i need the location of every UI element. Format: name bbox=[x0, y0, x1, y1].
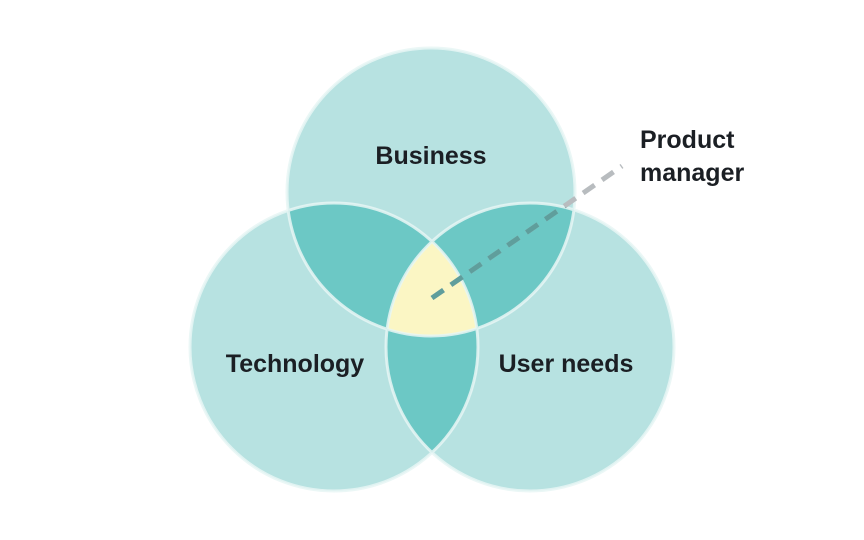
callout-line-1: Product bbox=[640, 126, 735, 154]
outline-user-needs bbox=[384, 201, 676, 493]
callout-product-manager: Product manager bbox=[640, 126, 744, 187]
label-business: Business bbox=[375, 142, 486, 170]
label-user-needs: User needs bbox=[499, 350, 634, 378]
outline-technology bbox=[188, 201, 480, 493]
callout-line-2: manager bbox=[640, 159, 744, 187]
outline-business bbox=[285, 46, 577, 338]
leader-line-inner bbox=[430, 203, 575, 301]
label-technology: Technology bbox=[226, 350, 365, 378]
